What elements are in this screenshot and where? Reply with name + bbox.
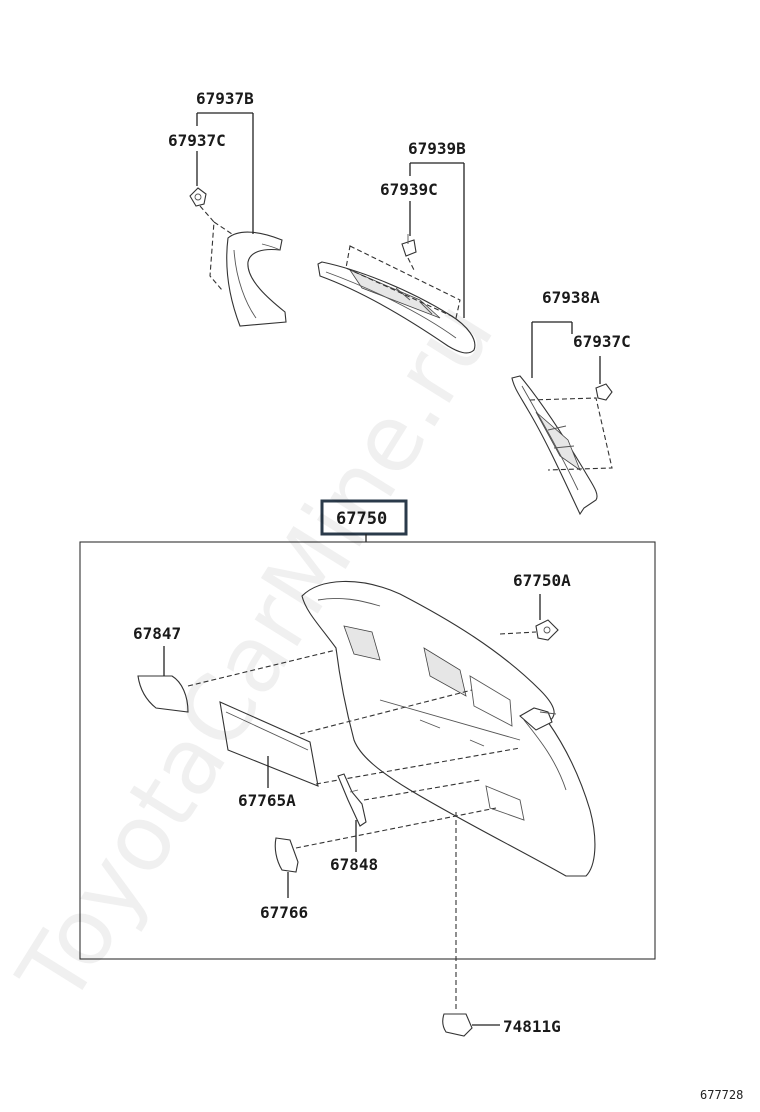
label-box-67750[interactable] — [320, 499, 408, 536]
panel-67765a[interactable] — [219, 701, 319, 787]
part-number-67750a[interactable]: 67750A — [513, 571, 571, 590]
part-number-67938a[interactable]: 67938A — [542, 288, 600, 307]
part-number-67765a[interactable]: 67765A — [238, 791, 296, 810]
cover-67847[interactable] — [137, 675, 189, 713]
pillar-trim-67937b[interactable] — [226, 231, 287, 327]
part-number-67847[interactable]: 67847 — [133, 624, 181, 643]
diagram-reference-number: 677728 — [700, 1088, 743, 1102]
clip-67750a[interactable] — [535, 619, 559, 641]
pad-74811g[interactable] — [442, 1013, 473, 1037]
hook-67848[interactable] — [337, 773, 367, 827]
part-number-67848[interactable]: 67848 — [330, 855, 378, 874]
part-number-74811g[interactable]: 74811G — [503, 1017, 561, 1036]
part-number-67939b[interactable]: 67939B — [408, 139, 466, 158]
pillar-trim-67938a[interactable] — [511, 375, 598, 516]
part-number-67766[interactable]: 67766 — [260, 903, 308, 922]
scuff-plate-67939b[interactable] — [317, 261, 476, 354]
part-number-67750[interactable]: 67750 — [336, 509, 387, 529]
part-number-67937c-top[interactable]: 67937C — [168, 131, 226, 150]
part-number-67939c[interactable]: 67939C — [380, 180, 438, 199]
part-number-67937c-right[interactable]: 67937C — [573, 332, 631, 351]
assembly-frame — [79, 541, 656, 960]
clip-67937c-right[interactable] — [595, 383, 613, 401]
part-number-67937b[interactable]: 67937B — [196, 89, 254, 108]
hinge-bracket — [519, 707, 557, 731]
back-door-trim-board[interactable] — [301, 580, 596, 877]
clip-67937c-top[interactable] — [189, 187, 207, 207]
clip-67939c[interactable] — [401, 234, 417, 257]
cover-67766[interactable] — [274, 837, 299, 873]
